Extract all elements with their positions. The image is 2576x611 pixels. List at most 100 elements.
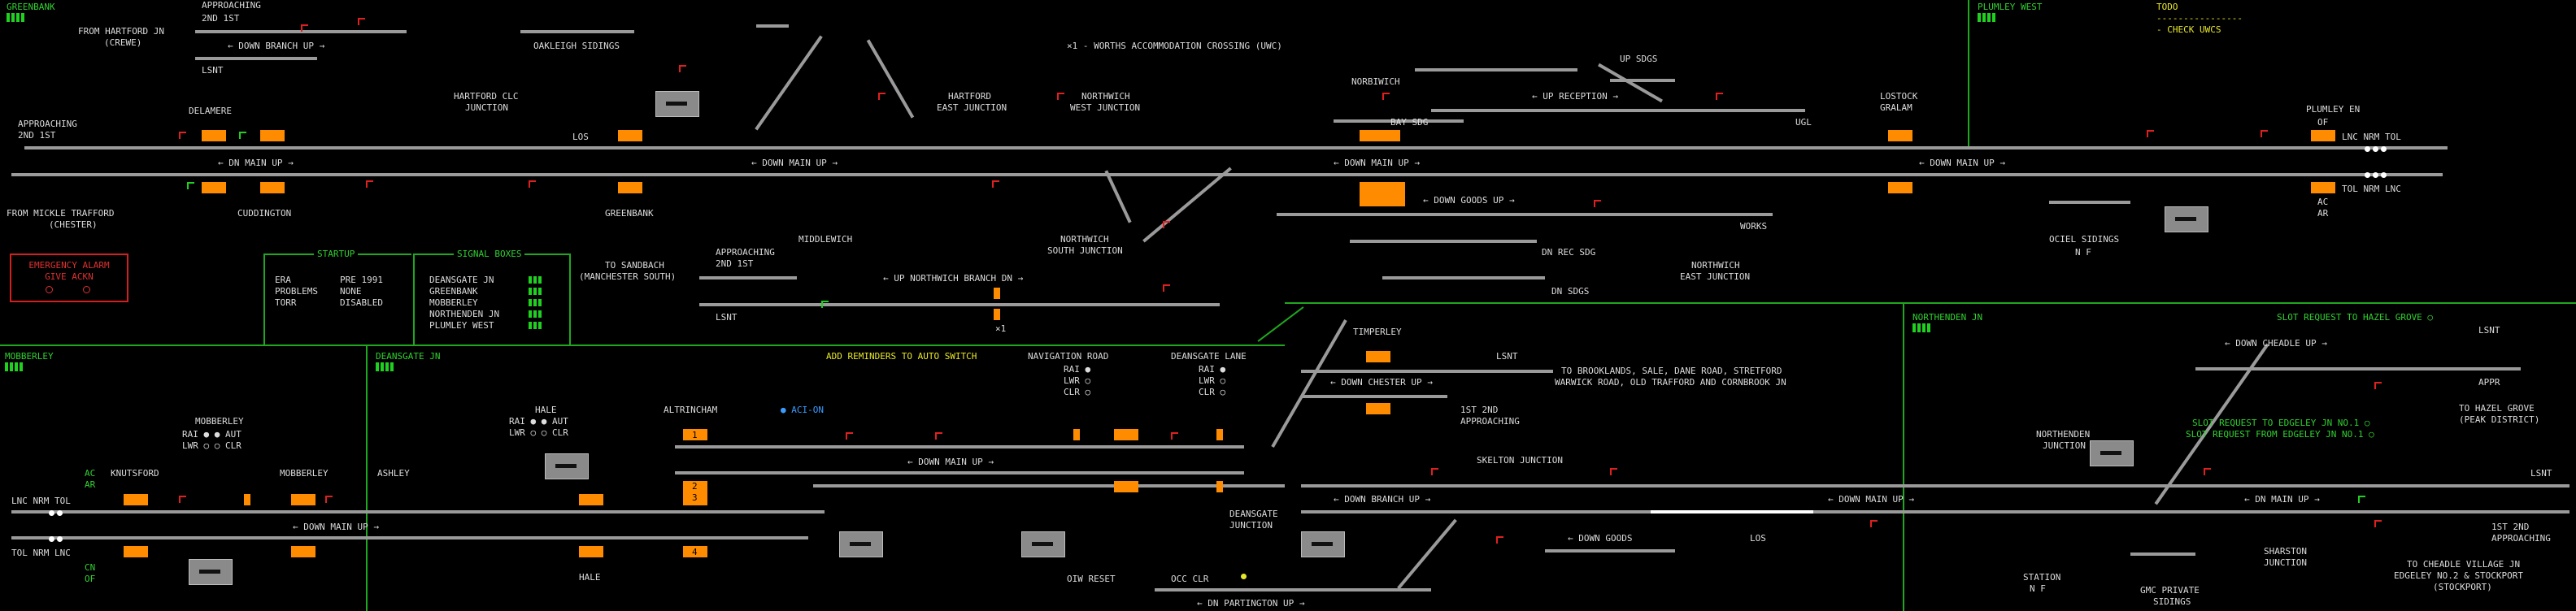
track-ociel-sidings[interactable] [2049, 201, 2130, 204]
signal[interactable] [1171, 432, 1179, 440]
track-gmc-private[interactable] [2130, 552, 2195, 556]
signal[interactable] [1163, 221, 1171, 228]
track-up-reception[interactable] [1431, 109, 1805, 112]
crossing-control-button[interactable] [1021, 531, 1065, 557]
track-dn-sdgs[interactable] [1382, 276, 1545, 280]
signal[interactable] [1382, 93, 1390, 100]
signal[interactable] [239, 132, 247, 139]
signal-box-item[interactable]: GREENBANK [429, 286, 478, 297]
signal[interactable] [821, 301, 829, 308]
track-down-goods-bottom[interactable] [1545, 549, 1675, 552]
track-down-branch[interactable] [195, 30, 407, 33]
platform [579, 494, 603, 505]
track-dn-rec-sdg[interactable] [1350, 240, 1537, 243]
track-deansgate-main[interactable] [813, 484, 1285, 488]
crossing-control-button[interactable] [189, 559, 233, 585]
track-diverge-4[interactable] [1104, 170, 1132, 223]
track-loop-hartford[interactable] [756, 24, 789, 28]
signal[interactable] [935, 432, 943, 440]
track-altrincham-down[interactable] [675, 471, 1244, 474]
signal[interactable] [1716, 93, 1724, 100]
track-northwich-branch[interactable] [699, 303, 1220, 306]
signal[interactable] [1057, 93, 1065, 100]
signal[interactable] [529, 180, 537, 188]
alarm-lamp-left [46, 286, 53, 293]
signal[interactable] [1496, 536, 1504, 544]
label-aci-on[interactable]: ● ACI-ON [781, 405, 824, 415]
track-edgeley-down[interactable] [2431, 510, 2569, 514]
crossing-control-button[interactable] [839, 531, 883, 557]
signal[interactable] [992, 180, 1000, 188]
label-slot-edgeley-from[interactable]: SLOT REQUEST FROM EDGELEY JN NO.1 ○ [2186, 429, 2374, 440]
label-down-chester-up: ← DOWN CHESTER UP → [1330, 377, 1433, 388]
label-oiw-reset[interactable]: OIW RESET [1067, 574, 1116, 584]
track-section-occupied[interactable] [1651, 510, 1813, 514]
platform [124, 494, 148, 505]
signal[interactable] [2374, 382, 2382, 389]
signal[interactable] [2358, 496, 2366, 503]
signal[interactable] [846, 432, 854, 440]
label-mobberley-box: MOBBERLEY [195, 416, 244, 427]
crossing-control-button[interactable] [2165, 206, 2208, 232]
signal[interactable] [1870, 520, 1878, 527]
track-partington-curve[interactable] [1397, 518, 1457, 590]
crossing-control-button[interactable] [655, 91, 699, 117]
track-northwich-branch-2[interactable] [699, 276, 797, 280]
signal[interactable] [1163, 284, 1171, 292]
signal[interactable] [2374, 520, 2382, 527]
signal[interactable] [358, 18, 366, 25]
crossing-lamp [2381, 146, 2387, 152]
emergency-alarm-panel[interactable]: EMERGENCY ALARM GIVE ACKN [10, 254, 128, 302]
signal-box-item[interactable]: MOBBERLEY [429, 297, 478, 308]
area-title-mobberley: MOBBERLEY [5, 351, 54, 362]
signal[interactable] [1594, 200, 1602, 207]
signal[interactable] [366, 180, 374, 188]
signal[interactable] [2261, 130, 2269, 137]
track-diverge-3[interactable] [866, 39, 915, 119]
signal[interactable] [187, 182, 195, 189]
label-ac: AC [85, 468, 96, 479]
label-slot-edgeley-to[interactable]: SLOT REQUEST TO EDGELEY JN NO.1 ○ [2192, 418, 2370, 428]
signal[interactable] [878, 93, 886, 100]
crossing-control-button[interactable] [2090, 440, 2134, 466]
track-top-branch-north[interactable] [1415, 68, 1577, 72]
track-diverge-2[interactable] [1142, 167, 1232, 243]
track-bottom-up-main[interactable] [11, 510, 825, 514]
track-down-branch-2[interactable] [195, 57, 317, 60]
signal[interactable] [2147, 130, 2155, 137]
track-skelton-up[interactable] [1301, 484, 2431, 488]
signal[interactable] [179, 132, 187, 139]
label-2nd-1st-left: 2ND 1ST [18, 130, 56, 141]
track-oakleigh-sidings[interactable] [520, 30, 634, 33]
track-bay-siding[interactable] [1334, 119, 1464, 123]
platform-number-4: 4 [692, 547, 698, 557]
crossing-control-button[interactable] [1301, 531, 1345, 557]
label-slot-hazel-grove[interactable]: SLOT REQUEST TO HAZEL GROVE ○ [2277, 312, 2434, 323]
track-dn-partington[interactable] [1155, 588, 1431, 592]
track-edgeley-up[interactable] [2431, 484, 2569, 488]
signal[interactable] [2204, 468, 2212, 475]
track-down-goods[interactable] [1277, 213, 1773, 216]
label-nav-rai: RAI ● [1064, 364, 1091, 375]
signal-box-item[interactable]: PLUMLEY WEST [429, 320, 494, 331]
signal-box-item[interactable]: NORTHENDEN JN [429, 309, 500, 319]
platform [202, 130, 226, 141]
track-down-chester-up-2[interactable] [1301, 395, 1447, 398]
signal[interactable] [679, 65, 687, 72]
track-down-chester-up[interactable] [1301, 370, 1553, 373]
track-down-cheadle-up[interactable] [2195, 367, 2521, 370]
crossing-control-button[interactable] [545, 453, 589, 479]
track-altrincham-up[interactable] [675, 445, 1244, 448]
track-diverge-1[interactable] [755, 35, 823, 131]
signal[interactable] [179, 496, 187, 503]
signal[interactable] [301, 24, 309, 32]
track-top-down-main[interactable] [11, 173, 2443, 176]
signal-box-item[interactable]: DEANSGATE JN [429, 275, 494, 285]
signal[interactable] [1431, 468, 1439, 475]
track-top-up-main[interactable] [24, 146, 2448, 150]
track-bottom-down-main[interactable] [11, 536, 808, 540]
signal[interactable] [1610, 468, 1618, 475]
track-up-sdgs[interactable] [1610, 79, 1675, 82]
track-skelton-down[interactable] [1301, 510, 2431, 514]
signal[interactable] [325, 496, 333, 503]
